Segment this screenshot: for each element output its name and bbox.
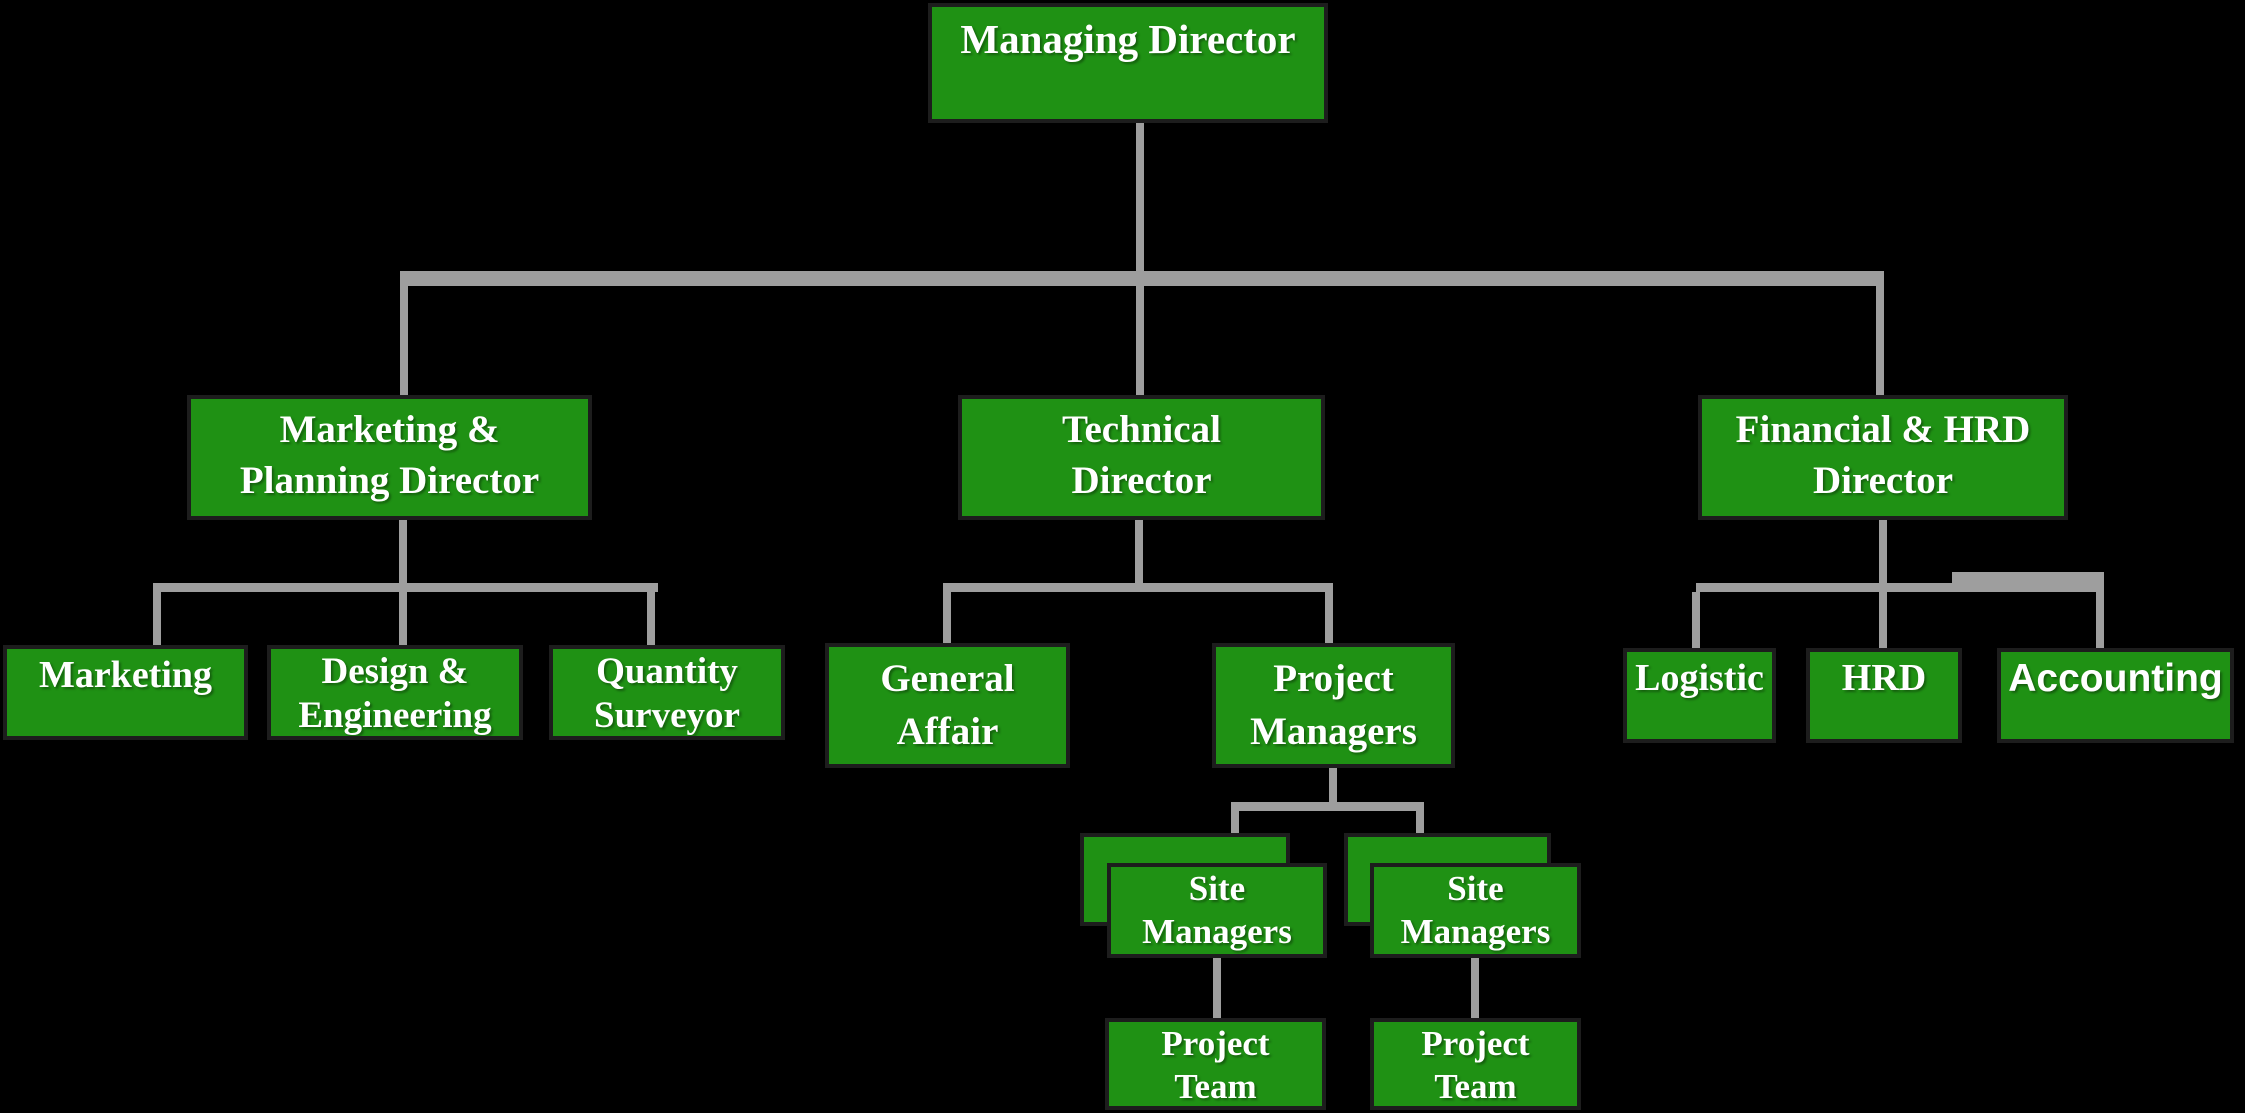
connector-mp-stem [399,520,407,645]
connector-fd-stem [1879,520,1887,592]
org-node-quantity-surveyor: Quantity Surveyor [549,645,785,740]
org-node-hrd: HRD [1806,648,1962,743]
connector-pm-stem [1329,768,1337,802]
org-node-financial-hrd-director: Financial & HRD Director [1698,395,2068,520]
org-node-site-managers-2: Site Managers [1370,863,1581,958]
connector-drop-financial [1876,286,1884,395]
org-node-project-managers: Project Managers [1212,643,1455,768]
org-node-marketing-planning-director: Marketing & Planning Director [187,395,592,520]
org-node-technical-director: Technical Director [958,395,1325,520]
connector-drop-technical [1136,286,1144,395]
org-node-design-engineering: Design & Engineering [267,645,523,740]
org-node-logistic: Logistic [1623,648,1776,743]
org-node-site-managers-1: Site Managers [1107,863,1327,958]
connector-mp-trunk [153,583,658,592]
org-node-managing-director: Managing Director [928,3,1328,123]
org-node-marketing: Marketing [3,645,248,740]
connector-md-stem [1136,122,1144,271]
connector-md-trunk [400,271,1884,286]
connector-drop-marketing [153,592,161,645]
connector-drop-logistic [1692,592,1700,648]
connector-drop-site-managers-1 [1231,811,1239,833]
connector-td-stem [1135,520,1143,592]
org-node-general-affair: General Affair [825,643,1070,768]
connector-drop-hrd [1879,592,1887,648]
connector-drop-quantity-surveyor [647,592,655,645]
connector-sm1-pt1 [1213,958,1221,1018]
connector-pm-trunk [1231,802,1424,811]
connector-fd-trunk [1696,583,2104,592]
connector-drop-general-affair [943,592,951,643]
connector-fd-trunk-thick [1952,572,2104,583]
connector-drop-site-managers-2 [1416,811,1424,833]
connector-sm2-pt2 [1471,958,1479,1018]
org-node-project-team-1: Project Team [1105,1018,1326,1110]
org-node-accounting: Accounting [1997,648,2234,743]
connector-td-trunk [943,583,1333,592]
org-node-project-team-2: Project Team [1370,1018,1581,1110]
connector-drop-project-managers [1325,592,1333,643]
connector-drop-accounting [2096,592,2104,648]
connector-drop-marketing-planning [400,286,408,395]
